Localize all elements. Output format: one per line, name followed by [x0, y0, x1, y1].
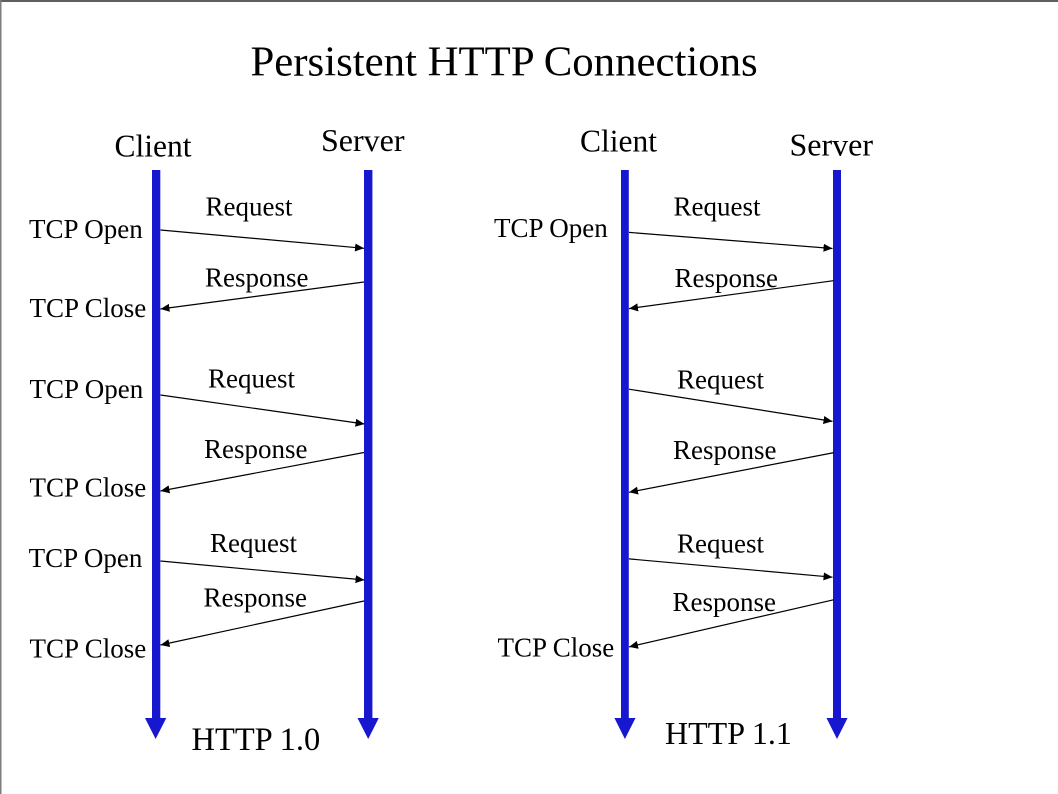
- svg-text:Response: Response: [675, 263, 779, 293]
- svg-text:Request: Request: [674, 192, 761, 222]
- svg-text:Client: Client: [580, 124, 657, 159]
- svg-text:TCP Open: TCP Open: [30, 374, 144, 404]
- svg-text:Client: Client: [115, 129, 192, 164]
- svg-text:TCP Open: TCP Open: [494, 213, 608, 243]
- svg-text:Response: Response: [673, 587, 777, 617]
- svg-text:Response: Response: [205, 263, 309, 293]
- svg-text:Server: Server: [790, 127, 874, 163]
- svg-text:TCP Close: TCP Close: [30, 293, 147, 323]
- svg-text:TCP Close: TCP Close: [30, 634, 147, 664]
- svg-text:Request: Request: [210, 528, 297, 558]
- svg-text:Request: Request: [208, 364, 295, 394]
- svg-text:Persistent HTTP Connections: Persistent HTTP Connections: [251, 39, 758, 86]
- svg-text:HTTP 1.1: HTTP 1.1: [665, 715, 792, 751]
- svg-text:TCP Open: TCP Open: [29, 214, 143, 244]
- svg-text:Response: Response: [204, 583, 308, 613]
- svg-text:Request: Request: [206, 192, 293, 222]
- svg-text:Request: Request: [677, 529, 764, 559]
- svg-text:Server: Server: [321, 122, 405, 158]
- svg-text:HTTP 1.0: HTTP 1.0: [192, 722, 321, 758]
- svg-text:TCP Close: TCP Close: [498, 632, 615, 662]
- svg-text:Response: Response: [204, 434, 308, 464]
- svg-text:Response: Response: [673, 435, 777, 465]
- svg-text:TCP Open: TCP Open: [29, 543, 143, 573]
- svg-text:Request: Request: [677, 364, 764, 394]
- svg-text:TCP Close: TCP Close: [30, 473, 147, 503]
